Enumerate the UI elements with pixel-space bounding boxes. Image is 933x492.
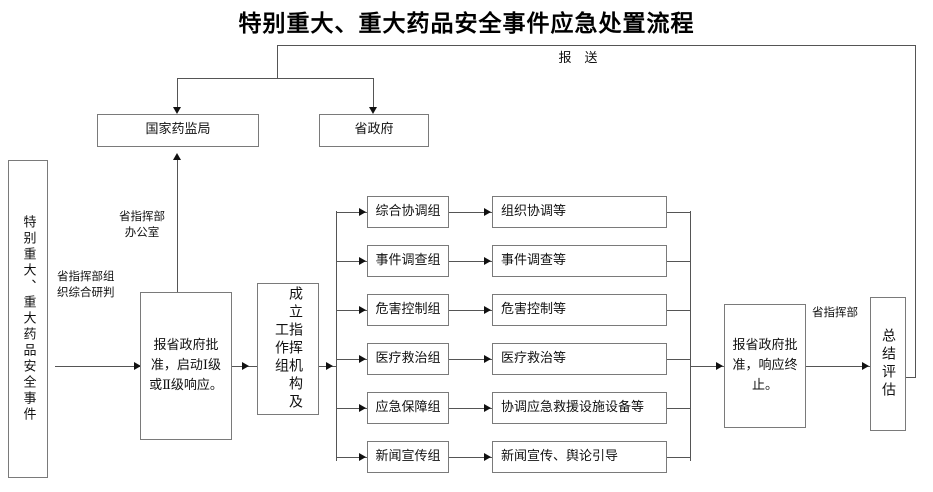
- line-bus-to-group-5: [336, 408, 367, 409]
- line-feedback-vertical-right: [915, 45, 916, 377]
- work-group-box-6[interactable]: 新闻宣传组: [367, 441, 449, 473]
- arrow-group-to-duty-1: [484, 208, 491, 216]
- line-duty-to-bus-6: [667, 457, 690, 458]
- establish-command-label: 成立指挥机构及工作组: [273, 286, 303, 412]
- label-provincial-command: 省指挥部: [812, 305, 858, 319]
- line-bus-to-group-4: [336, 359, 367, 360]
- arrow-group-to-duty-5: [484, 404, 491, 412]
- line-group-distribution-bus: [336, 211, 337, 461]
- arrow-bus-to-group-3: [359, 306, 366, 314]
- line-group-to-duty-1: [449, 212, 492, 213]
- arrow-source-to-approve: [134, 362, 141, 370]
- line-group-to-duty-4: [449, 359, 492, 360]
- arrow-to-national-authority: [173, 107, 181, 114]
- work-group-duty-label: 事件调查等: [501, 252, 567, 268]
- line-feedback-bottom-to-summary: [898, 377, 916, 378]
- summary-evaluation-label: 总结评估: [880, 328, 896, 400]
- arrow-to-provincial-government: [369, 107, 377, 114]
- arrow-bus-to-group-5: [359, 404, 366, 412]
- work-group-duty-label: 组织协调等: [501, 203, 567, 219]
- work-group-duty-box-1[interactable]: 组织协调等: [492, 196, 667, 228]
- approve-end-label: 报省政府批准，响应终止。: [732, 337, 798, 394]
- work-group-duty-label: 协调应急救援设施设备等: [501, 399, 645, 415]
- arrow-approve-to-establish: [242, 362, 249, 370]
- line-duty-to-bus-4: [667, 359, 690, 360]
- line-group-to-duty-6: [449, 457, 492, 458]
- line-top-split-bar: [177, 78, 373, 79]
- arrow-bus-to-approve-end: [716, 362, 723, 370]
- work-group-label: 应急保障组: [375, 399, 441, 415]
- line-source-to-approve: [55, 366, 141, 367]
- line-duty-to-bus-1: [667, 212, 690, 213]
- source-event-label: 特别重大、重大药品安全事件: [20, 215, 36, 423]
- work-group-box-4[interactable]: 医疗救治组: [367, 343, 449, 375]
- work-group-box-5[interactable]: 应急保障组: [367, 392, 449, 424]
- line-group-to-duty-2: [449, 261, 492, 262]
- line-group-to-duty-3: [449, 310, 492, 311]
- page-title: 特别重大、重大药品安全事件应急处置流程: [238, 10, 695, 37]
- work-group-duty-label: 新闻宣传、舆论引导: [501, 448, 619, 464]
- work-group-label: 事件调查组: [375, 252, 441, 268]
- arrow-group-to-duty-6: [484, 453, 491, 461]
- work-group-duty-box-6[interactable]: 新闻宣传、舆论引导: [492, 441, 667, 473]
- arrow-bus-to-group-2: [359, 257, 366, 265]
- arrow-group-to-duty-2: [484, 257, 491, 265]
- box-provincial-government[interactable]: 省政府: [319, 114, 429, 147]
- line-report-top-bus: [277, 45, 916, 46]
- line-to-national-authority: [177, 78, 178, 108]
- approve-start-label: 报省政府批准，启动Ⅰ级或Ⅱ级响应。: [149, 337, 223, 394]
- line-report-drop: [277, 45, 278, 78]
- line-bus-to-group-6: [336, 457, 367, 458]
- box-approve-end[interactable]: 报省政府批准，响应终止。: [724, 304, 806, 428]
- work-group-duty-label: 医疗救治等: [501, 350, 567, 366]
- line-bus-to-approve-end: [690, 366, 724, 367]
- work-group-duty-box-4[interactable]: 医疗救治等: [492, 343, 667, 375]
- work-group-label: 综合协调组: [375, 203, 441, 219]
- label-report-submit: 报 送: [558, 51, 598, 66]
- line-to-provincial-government: [373, 78, 374, 108]
- work-group-duty-box-5[interactable]: 协调应急救援设施设备等: [492, 392, 667, 424]
- work-group-label: 危害控制组: [375, 301, 441, 317]
- arrow-bus-to-group-4: [359, 355, 366, 363]
- national-authority-label: 国家药监局: [145, 122, 211, 138]
- line-bus-to-group-2: [336, 261, 367, 262]
- line-group-collector-bus: [690, 211, 691, 461]
- line-group-to-duty-5: [449, 408, 492, 409]
- work-group-duty-label: 危害控制等: [501, 301, 567, 317]
- label-provincial-command-assessment: 省指挥部组 织综合研判: [57, 269, 115, 299]
- work-group-label: 新闻宣传组: [375, 448, 441, 464]
- line-duty-to-bus-3: [667, 310, 690, 311]
- box-summary-evaluation[interactable]: 总结评估: [870, 297, 906, 431]
- work-group-box-3[interactable]: 危害控制组: [367, 294, 449, 326]
- work-group-label: 医疗救治组: [375, 350, 441, 366]
- arrow-establish-to-bus: [326, 362, 333, 370]
- provincial-government-label: 省政府: [354, 122, 394, 138]
- arrow-bus-to-group-6: [359, 453, 366, 461]
- box-approve-start[interactable]: 报省政府批准，启动Ⅰ级或Ⅱ级响应。: [140, 292, 232, 440]
- source-event-box[interactable]: 特别重大、重大药品安全事件: [8, 160, 48, 478]
- arrow-group-to-duty-4: [484, 355, 491, 363]
- work-group-box-2[interactable]: 事件调查组: [367, 245, 449, 277]
- line-bus-to-group-3: [336, 310, 367, 311]
- arrow-group-to-duty-3: [484, 306, 491, 314]
- line-approve-end-to-summary: [806, 366, 870, 367]
- box-establish-command[interactable]: 成立指挥机构及工作组: [257, 283, 319, 415]
- work-group-duty-box-3[interactable]: 危害控制等: [492, 294, 667, 326]
- arrow-bus-to-group-1: [359, 208, 366, 216]
- line-duty-to-bus-2: [667, 261, 690, 262]
- line-duty-to-bus-5: [667, 408, 690, 409]
- label-provincial-command-office: 省指挥部 办公室: [119, 209, 165, 239]
- work-group-duty-box-2[interactable]: 事件调查等: [492, 245, 667, 277]
- line-bus-to-group-1: [336, 212, 367, 213]
- arrow-approve-end-to-summary: [862, 362, 869, 370]
- arrow-approve-to-authority: [173, 153, 181, 160]
- line-approve-to-authority: [177, 160, 178, 294]
- box-national-authority[interactable]: 国家药监局: [97, 114, 259, 147]
- work-group-box-1[interactable]: 综合协调组: [367, 196, 449, 228]
